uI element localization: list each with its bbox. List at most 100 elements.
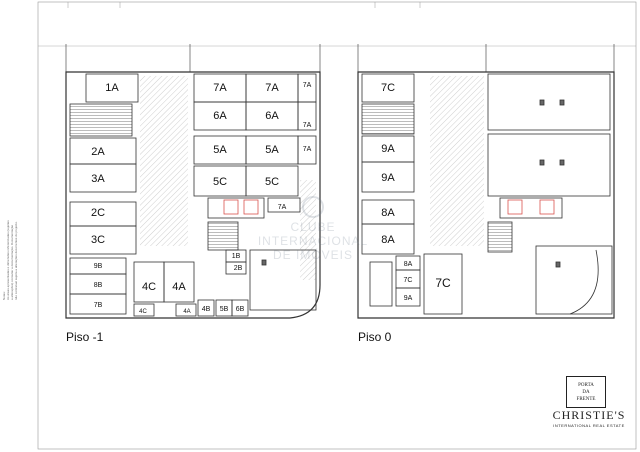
unit-label-8b: 8B [94,282,103,289]
unit-label-8a: 8A [404,261,413,268]
unit-5C [245,165,299,197]
unit-label-7a: 7A [265,82,279,94]
floor-plan-piso-minus-1 [65,44,321,319]
badge-line2: DA [582,389,590,395]
brand-tagline: INTERNATIONAL REAL ESTATE [553,423,625,428]
unit-4A-storage [175,303,197,317]
unit-label-7a: 7A [213,82,227,94]
unit-7A-small [267,197,301,213]
unit-labels: 1A 7A 7A 7A 6A 6A 7A 2A 5A 5A 7A 3A 5C 5C 7A 2C 3C 9B 8B 7B… [91,82,451,315]
porta-da-frente-logo: PORTA DA FRENTE [566,376,606,408]
floor-caption-piso-0: Piso 0 [358,330,392,344]
lift-core [499,197,563,219]
pillar [555,261,561,268]
unit-label-4a: 4A [172,281,186,293]
unit-label-8a: 8A [381,234,395,246]
unit-label-5a: 5A [213,144,227,156]
curved-wall [569,249,599,315]
badge-line1: PORTA [578,382,594,388]
unit-label-5c: 5C [213,176,227,188]
unit-4C-storage [133,303,155,317]
circulation-area [430,76,484,246]
unit-label-9a: 9A [381,172,395,184]
unit-label-6b: 6B [236,306,245,313]
pillar [539,159,545,166]
unit-label-3a: 3A [91,173,105,185]
pillar [559,99,565,106]
unit-label-7a: 7A [303,82,312,89]
unit-2B [225,261,247,275]
unit-label-3c: 3C [91,234,105,246]
unit-label-1a: 1A [105,82,119,94]
unit-6B [231,299,249,317]
unit-9A [361,161,415,193]
unit-label-4b: 4B [202,306,211,313]
stair [207,221,239,251]
unit-label-7a: 7A [278,204,287,211]
stair-ramp [69,103,133,137]
building-outline [357,71,615,319]
open-area [249,249,317,311]
pillar [559,159,565,166]
unit-label-9a: 9A [381,143,395,155]
unit-label-7a: 7A [303,146,312,153]
unit-label-7c: 7C [381,82,395,94]
sheet-frame [37,1,637,450]
unit-label-2b: 2B [234,265,243,272]
unit-7A-small [297,101,317,131]
notes-line: não contratual sujeita a alterações deco… [14,221,18,300]
unit-label-5b: 5B [220,306,229,313]
unit-1A [85,73,139,103]
unit-label-4c: 4C [142,281,156,293]
circulation-area [300,180,316,280]
lift-1 [507,199,523,215]
unit-label-8a: 8A [381,207,395,219]
unit-7A-small [297,135,317,165]
unit-label-1b: 1B [232,253,241,260]
stair [487,221,513,253]
stair-ramp [361,103,415,135]
unit-7C [361,73,415,103]
lift-2 [539,199,555,215]
unit-label-5c: 5C [265,176,279,188]
unit-label-7c: 7C [404,277,413,284]
building-outline [65,71,321,319]
legal-notes: Notas: As áreas apresentadas e dimensões… [2,220,18,300]
unit-label-9b: 9B [94,263,103,270]
unit-label-7a: 7A [303,122,312,129]
unit-7C-large [423,253,463,315]
open-area [535,245,613,315]
christies-brand: CHRISTIE'S INTERNATIONAL REAL ESTATE [546,408,632,428]
brand-name: CHRISTIE'S [552,408,626,422]
storage-row [369,261,393,307]
unit-label-7b: 7B [94,302,103,309]
unit-label-2a: 2A [91,146,105,158]
pillar [539,99,545,106]
pillar [261,259,267,266]
floor-caption-piso-minus-1: Piso -1 [66,330,104,344]
unit-8A [361,223,415,255]
unit-3A [69,163,137,193]
unit-label-5a: 5A [265,144,279,156]
unit-label-9a: 9A [404,295,413,302]
unit-4A [163,261,195,303]
unit-label-6a: 6A [213,110,227,122]
unit-label-2c: 2C [91,207,105,219]
lift-2 [243,199,259,215]
unit-label-4a: 4A [183,309,190,315]
badge-line3: FRENTE [576,396,596,402]
unit-4B [197,299,215,317]
unit-label-4c: 4C [139,309,147,315]
circulation-area [140,76,188,246]
unit-7B [69,293,127,315]
unit-3C [69,225,137,255]
lift-1 [223,199,239,215]
room [487,73,611,131]
lift-core [207,197,265,219]
unit-label-7c: 7C [435,276,451,290]
room [487,133,611,197]
unit-9A-small [395,287,421,307]
unit-label-6a: 6A [265,110,279,122]
floor-plan-piso-0 [357,44,615,319]
